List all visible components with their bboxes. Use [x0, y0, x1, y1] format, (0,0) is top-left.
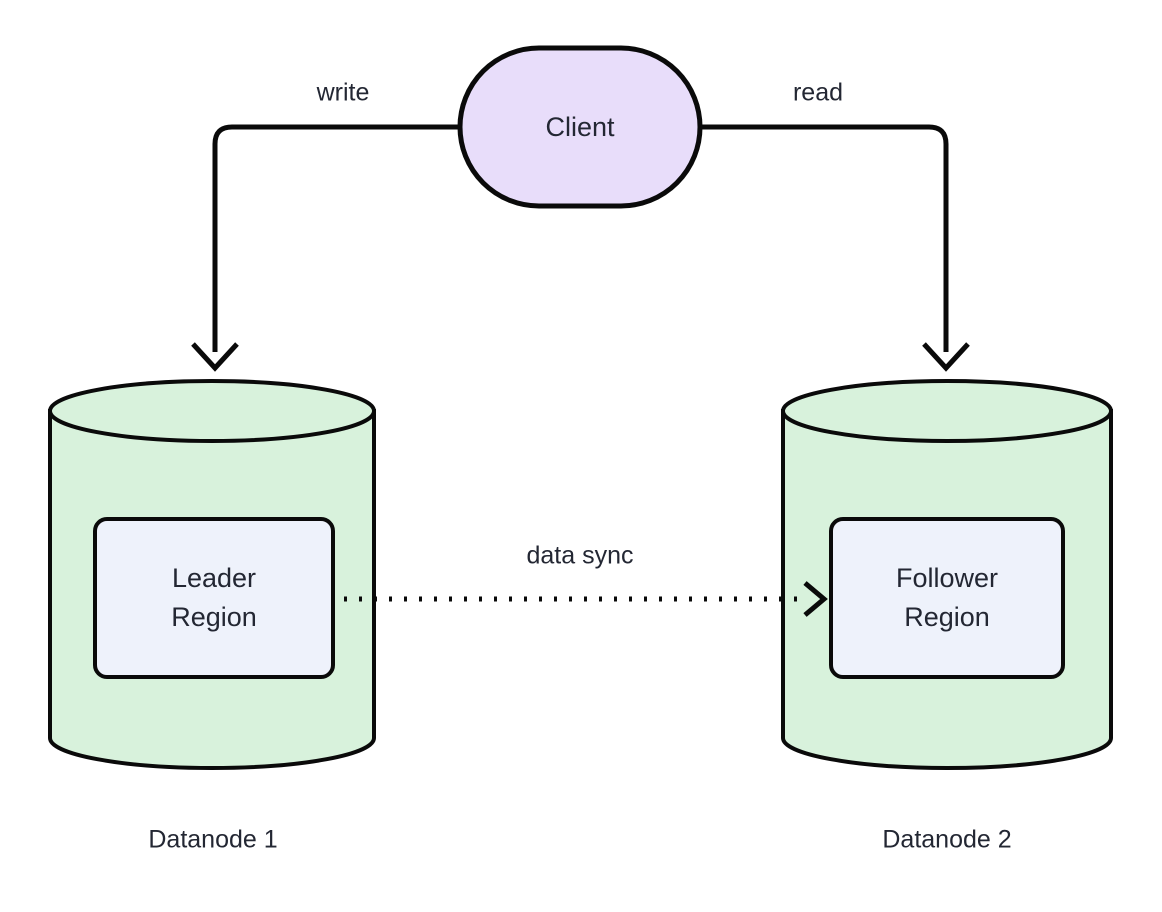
datanode-2-cylinder-top — [781, 379, 1113, 443]
caption-datanode-2: Datanode 2 — [882, 826, 1011, 854]
caption-datanode-1: Datanode 1 — [148, 826, 277, 854]
leader-region-box[interactable]: Leader Region — [93, 517, 335, 679]
leader-region-rect — [93, 517, 335, 679]
node-client[interactable]: Client — [457, 45, 703, 209]
node-datanode-1[interactable]: Leader Region — [48, 379, 376, 770]
follower-region-label-line2: Region — [904, 602, 990, 632]
follower-region-label-line1: Follower — [896, 563, 998, 593]
edge-label-write: write — [316, 79, 370, 107]
datanode-1-cylinder-top — [48, 379, 376, 443]
client-shape — [457, 45, 703, 209]
leader-region-label-line2: Region — [171, 602, 257, 632]
edge-write — [191, 124, 460, 372]
follower-region-box[interactable]: Follower Region — [829, 517, 1065, 679]
client-label: Client — [545, 112, 615, 142]
edge-data-sync-arrowhead — [803, 581, 828, 617]
edge-read-line — [701, 124, 949, 352]
edge-label-read: read — [793, 79, 843, 107]
edge-data-sync — [344, 581, 828, 617]
follower-region-rect — [829, 517, 1065, 679]
edge-write-arrowhead — [191, 342, 239, 372]
leader-region-label-line1: Leader — [172, 563, 256, 593]
edge-read-arrowhead — [922, 342, 970, 372]
edge-write-line — [212, 124, 460, 352]
edge-read — [701, 124, 970, 372]
edge-label-data-sync: data sync — [526, 542, 633, 570]
node-datanode-2[interactable]: Follower Region — [781, 379, 1113, 770]
